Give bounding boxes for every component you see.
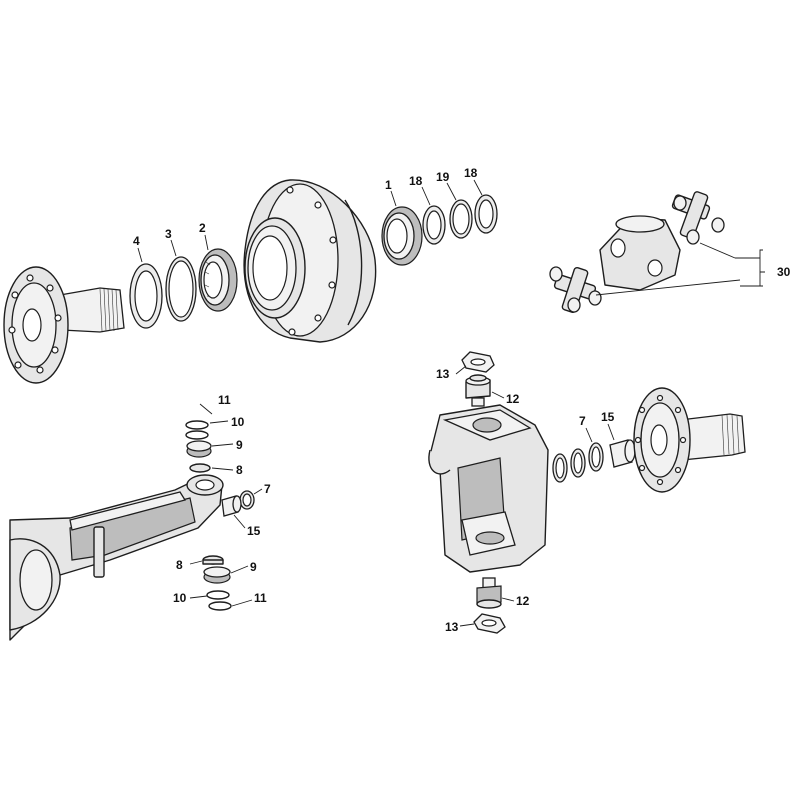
knuckle-kingpin-12-top: [465, 374, 491, 407]
leader-lines: [137, 179, 765, 627]
flange-shaft-right: [633, 387, 746, 493]
ring-part-19: [449, 199, 473, 239]
label-part-11-upper: 11: [218, 393, 231, 407]
label-part-8-upper: 8: [236, 463, 243, 477]
label-part-9-lower: 9: [250, 560, 257, 574]
label-part-9-upper: 9: [236, 438, 243, 452]
knuckle-seal-rings: [552, 442, 604, 483]
axle-upper-stack: [185, 420, 212, 473]
label-part-8-lower: 8: [176, 558, 183, 572]
label-part-3: 3: [165, 227, 172, 241]
label-part-1: 1: [385, 178, 392, 192]
label-part-18-second: 18: [464, 166, 478, 180]
universal-joint-cross-top: [671, 191, 725, 245]
ring-part-18a: [422, 205, 446, 245]
knuckle-kingpin-12-bottom: [476, 577, 502, 609]
label-part-4: 4: [133, 234, 140, 248]
label-part-13-bottom: 13: [445, 620, 459, 634]
label-part-12-bottom: 12: [516, 594, 530, 608]
label-part-2: 2: [199, 221, 206, 235]
axle-seal-7: [239, 490, 255, 510]
knuckle-bushing-15: [609, 439, 636, 468]
label-part-13-top: 13: [436, 367, 450, 381]
label-part-12-top: 12: [506, 392, 520, 406]
label-part-15-left: 15: [247, 524, 261, 538]
knuckle-gasket-13-top: [461, 351, 495, 373]
axle-bushing-15: [221, 495, 242, 517]
label-part-7-left: 7: [264, 482, 271, 496]
universal-joint-yoke: [599, 215, 681, 291]
label-part-15-right: 15: [601, 410, 615, 424]
label-part-19: 19: [436, 170, 450, 184]
ring-part-4: [129, 263, 163, 329]
flange-shaft-left: [3, 266, 125, 384]
label-part-18-first: 18: [409, 174, 423, 188]
knuckle-gasket-13-bottom: [473, 613, 506, 634]
label-part-30: 30: [777, 265, 791, 279]
steering-knuckle: [428, 404, 549, 573]
bearing-part-1: [381, 206, 423, 266]
axle-lower-stack: [202, 555, 232, 611]
universal-joint-cross-bottom: [549, 266, 602, 314]
label-part-10-lower: 10: [173, 591, 187, 605]
label-part-7-right: 7: [579, 414, 586, 428]
label-part-11-lower: 11: [254, 591, 267, 605]
ring-part-18b: [474, 194, 498, 234]
bearing-part-2: [198, 248, 238, 312]
wheel-hub: [243, 179, 377, 343]
ring-part-3: [165, 256, 197, 322]
part-number-labels: 4 3 2 1 18 19 18 30 11 10 9 8 7 15 8 9 1…: [133, 166, 791, 634]
axle-beam: [9, 474, 224, 641]
label-part-10-upper: 10: [231, 415, 245, 429]
